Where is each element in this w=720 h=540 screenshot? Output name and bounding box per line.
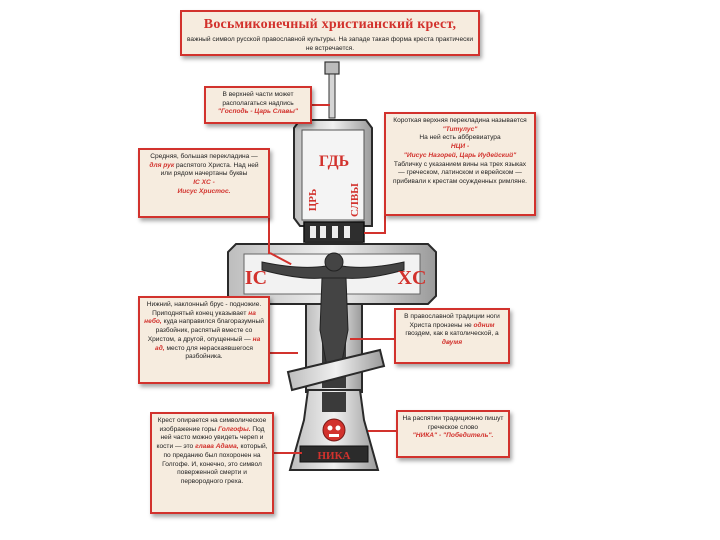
connector-middle-v xyxy=(268,218,270,254)
connector-titulus xyxy=(364,232,386,234)
cross-titulus xyxy=(303,221,365,243)
cross-footrest xyxy=(286,348,386,392)
inscription-crl: ЦРЬ xyxy=(307,189,319,212)
callout-middle-crossbar: Средняя, большая перекладина — для рук р… xyxy=(138,148,270,218)
callout-golgotha: Крест опирается на символическое изображ… xyxy=(150,412,274,514)
connector-nails xyxy=(350,338,396,340)
inscription-gdl: ГДЬ xyxy=(319,153,349,170)
callout-top-inscription: В верхней части может располагаться надп… xyxy=(204,86,312,124)
callout-nails: В православной традиции ноги Христа прон… xyxy=(394,308,510,364)
connector-lower xyxy=(268,352,298,354)
connector-golgotha xyxy=(270,452,302,454)
inscription-nika: НИКА xyxy=(317,450,350,462)
connector-top xyxy=(312,104,330,106)
crucified-figure xyxy=(261,252,405,373)
cross-top-ring xyxy=(324,61,340,119)
inscription-ic: IC xyxy=(245,267,267,289)
cross-upper-plate xyxy=(293,119,373,227)
title-box: Восьмиконечный христианский крест, важны… xyxy=(180,10,480,56)
connector-nika xyxy=(368,430,400,432)
inscription-xc: XC xyxy=(398,267,427,289)
callout-nika: На распятии традиционно пишут греческое … xyxy=(396,410,510,458)
callout-titulus: Короткая верхняя перекладина называется … xyxy=(384,112,536,216)
skull-icon xyxy=(322,418,346,442)
inscription-slvy: СЛВЫ xyxy=(349,183,361,217)
diagram-subtitle: важный символ русской православной культ… xyxy=(186,36,474,53)
diagram-title: Восьмиконечный христианский крест, xyxy=(203,17,457,32)
callout-footrest: Нижний, наклонный брус - подножие. Припо… xyxy=(138,296,270,384)
